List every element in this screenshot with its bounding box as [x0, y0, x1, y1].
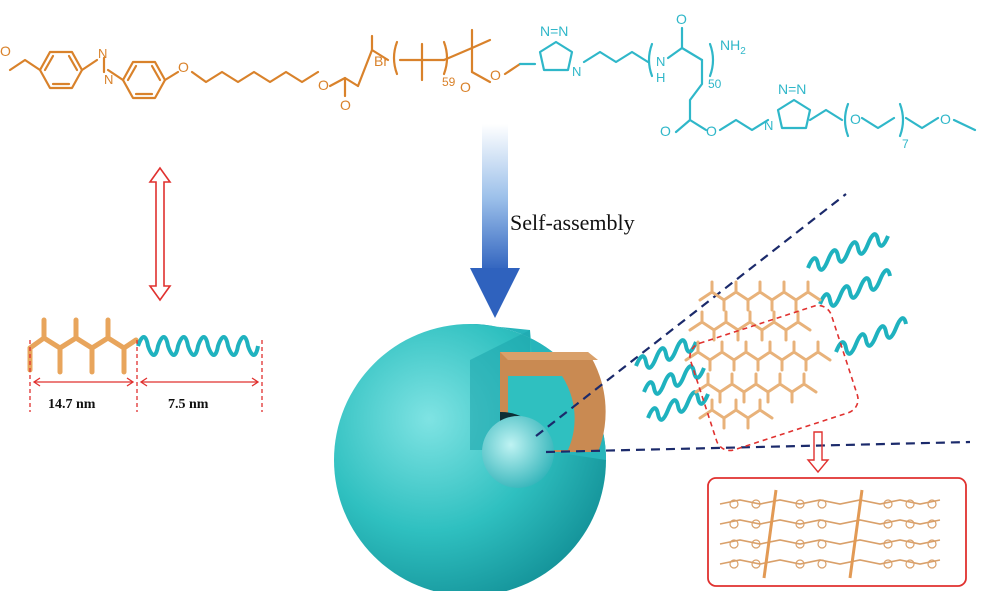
azo-nitrogen-2: N	[104, 72, 113, 87]
zoom-lines	[535, 193, 971, 454]
triazole-n-bottom: N	[572, 64, 581, 79]
small-down-arrow-icon	[806, 431, 830, 474]
peptide-segment: N=N N N H O 50 NH2 O O N=N N	[518, 11, 977, 151]
repeat-count-50: 50	[708, 77, 722, 91]
micelle-sphere-icon	[334, 324, 606, 591]
amine-group: NH2	[720, 37, 746, 57]
rod-coil-model: 14.7 nm 7.5 nm	[27, 317, 263, 412]
amide-h: H	[656, 70, 665, 85]
peg-oxygen: O	[850, 111, 861, 127]
orange-rod	[27, 317, 139, 375]
ester-oxygen-2: O	[490, 67, 501, 83]
down-arrow-icon	[470, 124, 520, 318]
carbonyl-oxygen-1: O	[340, 97, 351, 113]
carbonyl-oxygen-2: O	[460, 79, 471, 95]
self-assembly-label: Self-assembly	[510, 210, 635, 235]
triazole-label-top: N=N	[540, 23, 568, 39]
helix-icon	[136, 335, 260, 357]
amide-n: N	[656, 54, 665, 69]
dimension-lines	[29, 340, 263, 412]
highlight-box-bilayer	[689, 304, 859, 452]
helix-bundle-top	[806, 232, 908, 356]
dimension-label-rod: 14.7 nm	[48, 397, 96, 412]
bilayer-zoom	[634, 232, 967, 587]
ester-oxygen-1: O	[318, 77, 329, 93]
azo-nitrogen-1: N	[98, 46, 107, 61]
side-ester-o: O	[706, 123, 717, 139]
repeat-count-59: 59	[442, 75, 456, 89]
methoxy-oxygen: O	[0, 43, 11, 59]
triazole2-n-left: N	[764, 118, 773, 133]
detail-inset-box	[707, 477, 967, 587]
repeat-count-7: 7	[902, 137, 909, 151]
ether-oxygen: O	[178, 59, 189, 75]
terminal-oxygen: O	[940, 111, 951, 127]
side-carbonyl-o: O	[660, 123, 671, 139]
polymer-structure: O N N O O O Br	[0, 11, 977, 151]
azobenzene-segment: O N N O O O Br	[0, 28, 522, 113]
bromine-atom: Br	[374, 53, 388, 69]
dimension-label-helix: 7.5 nm	[168, 397, 209, 412]
orange-mesogen-layer	[684, 280, 832, 430]
amide-carbonyl-o: O	[676, 11, 687, 27]
triazole2-label-top: N=N	[778, 81, 806, 97]
detail-mesogen-packing	[719, 489, 941, 579]
double-arrow-icon	[148, 166, 172, 302]
